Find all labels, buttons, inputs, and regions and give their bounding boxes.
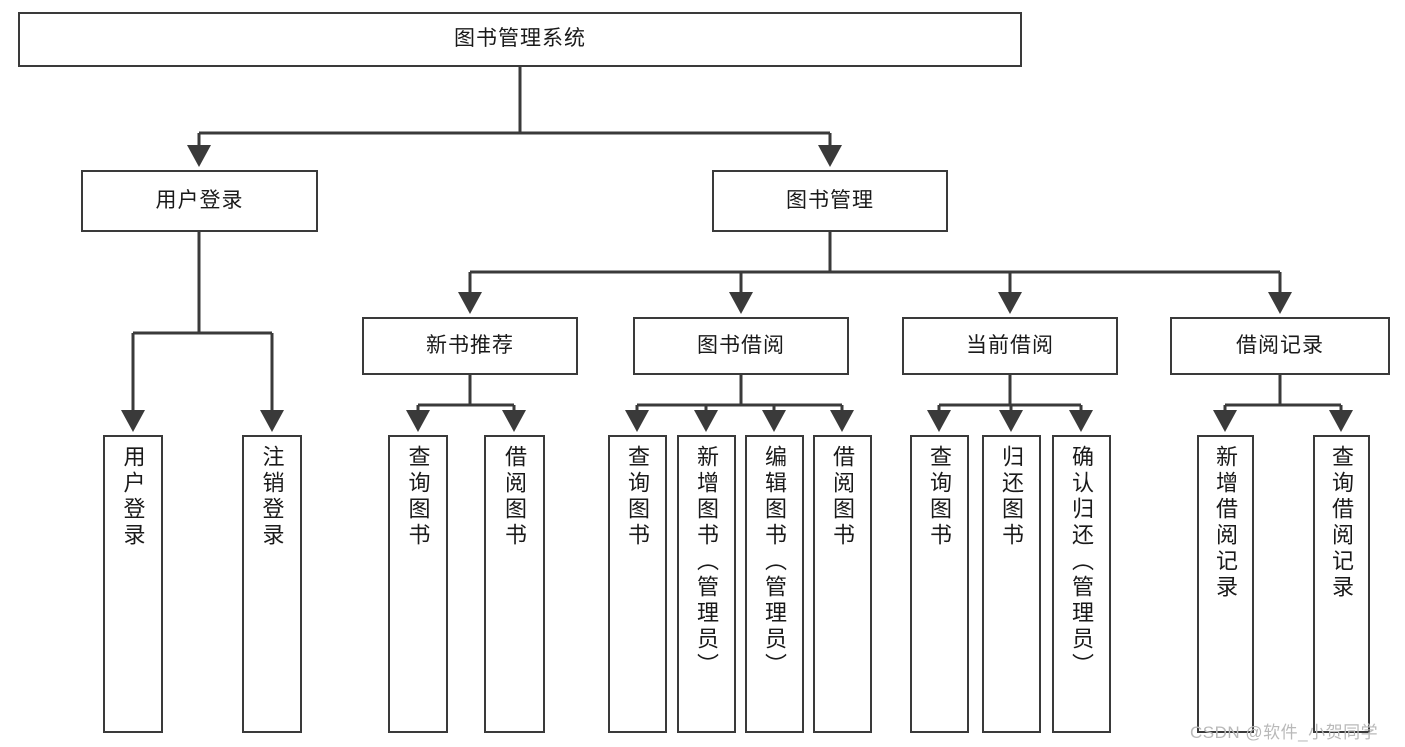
node-user-login[interactable]: 用户登录 <box>81 170 318 232</box>
node-book-borrow[interactable]: 图书借阅 <box>633 317 849 375</box>
node-leaf-borrow-book-recommend[interactable]: 借阅图书 <box>484 435 545 733</box>
node-borrow-record[interactable]: 借阅记录 <box>1170 317 1390 375</box>
node-label: 当前借阅 <box>966 333 1054 357</box>
node-leaf-borrow-book[interactable]: 借阅图书 <box>813 435 872 733</box>
node-label: 查询图书 <box>625 445 651 549</box>
node-label: 新增借阅记录 <box>1213 445 1239 601</box>
node-leaf-query-book-recommend[interactable]: 查询图书 <box>388 435 448 733</box>
node-label: 借阅图书 <box>830 445 856 549</box>
node-label: 查询图书 <box>405 445 431 549</box>
node-leaf-query-book-current[interactable]: 查询图书 <box>910 435 969 733</box>
node-leaf-edit-book-admin[interactable]: 编辑图书（管理员） <box>745 435 804 733</box>
node-leaf-query-book-borrow[interactable]: 查询图书 <box>608 435 667 733</box>
node-current-borrow[interactable]: 当前借阅 <box>902 317 1118 375</box>
node-leaf-user-login[interactable]: 用户登录 <box>103 435 163 733</box>
node-label: 查询借阅记录 <box>1329 445 1355 601</box>
node-label: 用户登录 <box>120 445 146 549</box>
node-label: 查询图书 <box>927 445 953 549</box>
node-label: 借阅记录 <box>1236 333 1324 357</box>
node-label: 借阅图书 <box>502 445 528 549</box>
node-leaf-query-borrow-record[interactable]: 查询借阅记录 <box>1313 435 1370 733</box>
node-book-management-system[interactable]: 图书管理系统 <box>18 12 1022 67</box>
node-leaf-return-book[interactable]: 归还图书 <box>982 435 1041 733</box>
watermark-text: CSDN @软件_小贺同学 <box>1190 723 1379 742</box>
node-label: 新增图书（管理员） <box>694 445 720 679</box>
node-leaf-add-borrow-record[interactable]: 新增借阅记录 <box>1197 435 1254 733</box>
node-label: 新书推荐 <box>426 333 514 357</box>
node-label: 图书借阅 <box>697 333 785 357</box>
node-label: 确认归还（管理员） <box>1069 445 1095 679</box>
node-leaf-confirm-return-admin[interactable]: 确认归还（管理员） <box>1052 435 1111 733</box>
node-new-book-recommend[interactable]: 新书推荐 <box>362 317 578 375</box>
node-leaf-add-book-admin[interactable]: 新增图书（管理员） <box>677 435 736 733</box>
node-label: 编辑图书（管理员） <box>762 445 788 679</box>
node-label: 图书管理 <box>786 188 874 212</box>
node-label: 归还图书 <box>999 445 1025 549</box>
node-label: 图书管理系统 <box>454 27 586 51</box>
node-label: 用户登录 <box>155 188 244 212</box>
node-label: 注销登录 <box>259 445 285 549</box>
node-book-management[interactable]: 图书管理 <box>712 170 948 232</box>
node-leaf-logout-login[interactable]: 注销登录 <box>242 435 302 733</box>
